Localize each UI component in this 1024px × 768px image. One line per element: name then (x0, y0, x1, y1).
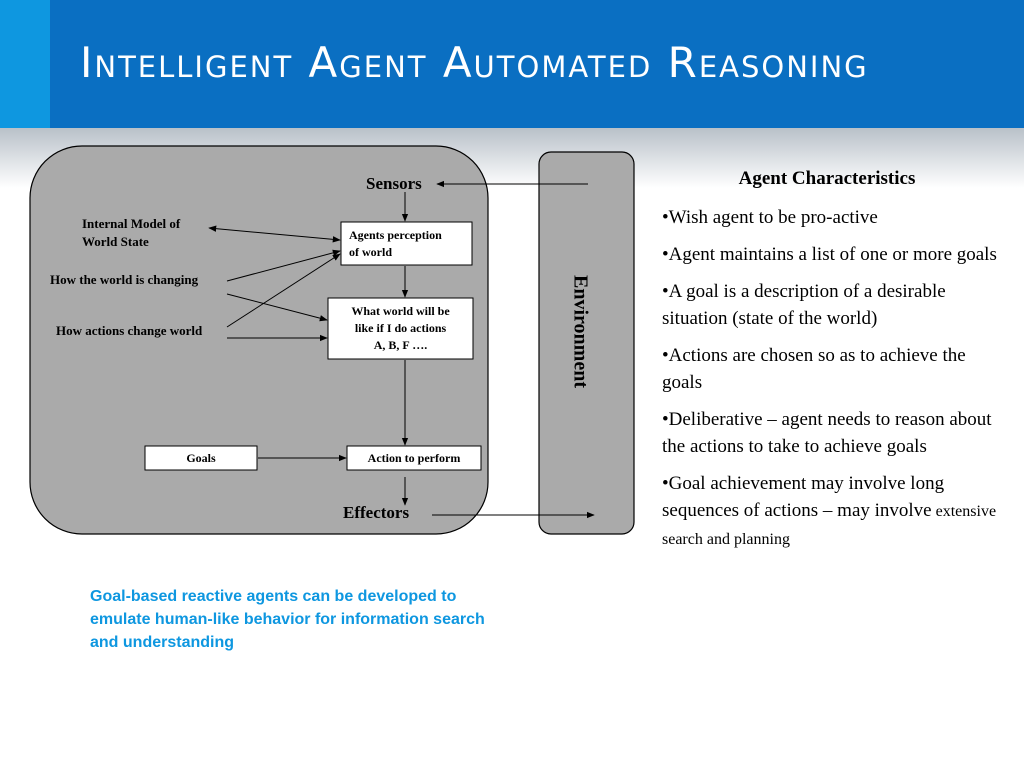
environment-box (538, 151, 635, 535)
caption-text: Goal-based reactive agents can be develo… (90, 588, 485, 651)
characteristics-panel: Agent Characteristics •Wish agent to be … (662, 165, 1002, 563)
action-box (346, 445, 482, 471)
characteristic-item-last: •Goal achievement may involve long seque… (662, 470, 1002, 553)
what-world-line-2: like if I do actions (354, 321, 447, 335)
perception-text: Agents perception of world (341, 227, 472, 261)
characteristic-item: •A goal is a description of a desirable … (662, 281, 946, 329)
goals-box (144, 445, 258, 471)
environment-label: Environment (569, 275, 592, 388)
title-accent (0, 0, 50, 128)
actions-to-perception-arrow (226, 253, 341, 328)
perception-box (340, 221, 473, 266)
what-world-line-1: What world will be (351, 304, 450, 318)
sensors-label: Sensors (366, 174, 422, 193)
characteristic-item: •Agent maintains a list of one or more g… (662, 244, 997, 265)
internal-model-label: Internal Model of World State (82, 215, 180, 251)
effectors-label: Effectors (343, 503, 410, 522)
characteristic-item: •Deliberative – agent needs to reason ab… (662, 409, 992, 457)
slide-title: Intelligent Agent Automated Reasoning (80, 38, 869, 87)
perception-line-1: Agents perception (349, 228, 442, 242)
actions-change-label: How actions change world (56, 323, 203, 338)
internal-model-line-1: Internal Model of (82, 216, 181, 231)
goals-text: Goals (186, 451, 216, 465)
model-perception-arrow (208, 225, 341, 243)
world-changing-label: How the world is changing (50, 272, 199, 287)
changing-to-whatworld-arrow (226, 293, 328, 322)
action-text: Action to perform (367, 451, 461, 465)
last-item-small: extensive search and planning (662, 503, 997, 548)
title-bar (0, 0, 1024, 128)
what-world-box (327, 297, 474, 360)
characteristic-item: •Wish agent to be pro-active (662, 207, 878, 228)
changing-to-perception-arrow (226, 249, 341, 282)
last-item-main: •Goal achievement may involve long seque… (662, 473, 945, 521)
perception-line-2: of world (349, 245, 392, 259)
internal-model-line-2: World State (82, 234, 149, 249)
what-world-text: What world will be like if I do actions … (328, 303, 473, 354)
characteristics-heading: Agent Characteristics (738, 168, 916, 189)
characteristic-item: •Actions are chosen so as to achieve the… (662, 345, 966, 393)
what-world-line-3: A, B, F …. (373, 338, 428, 352)
